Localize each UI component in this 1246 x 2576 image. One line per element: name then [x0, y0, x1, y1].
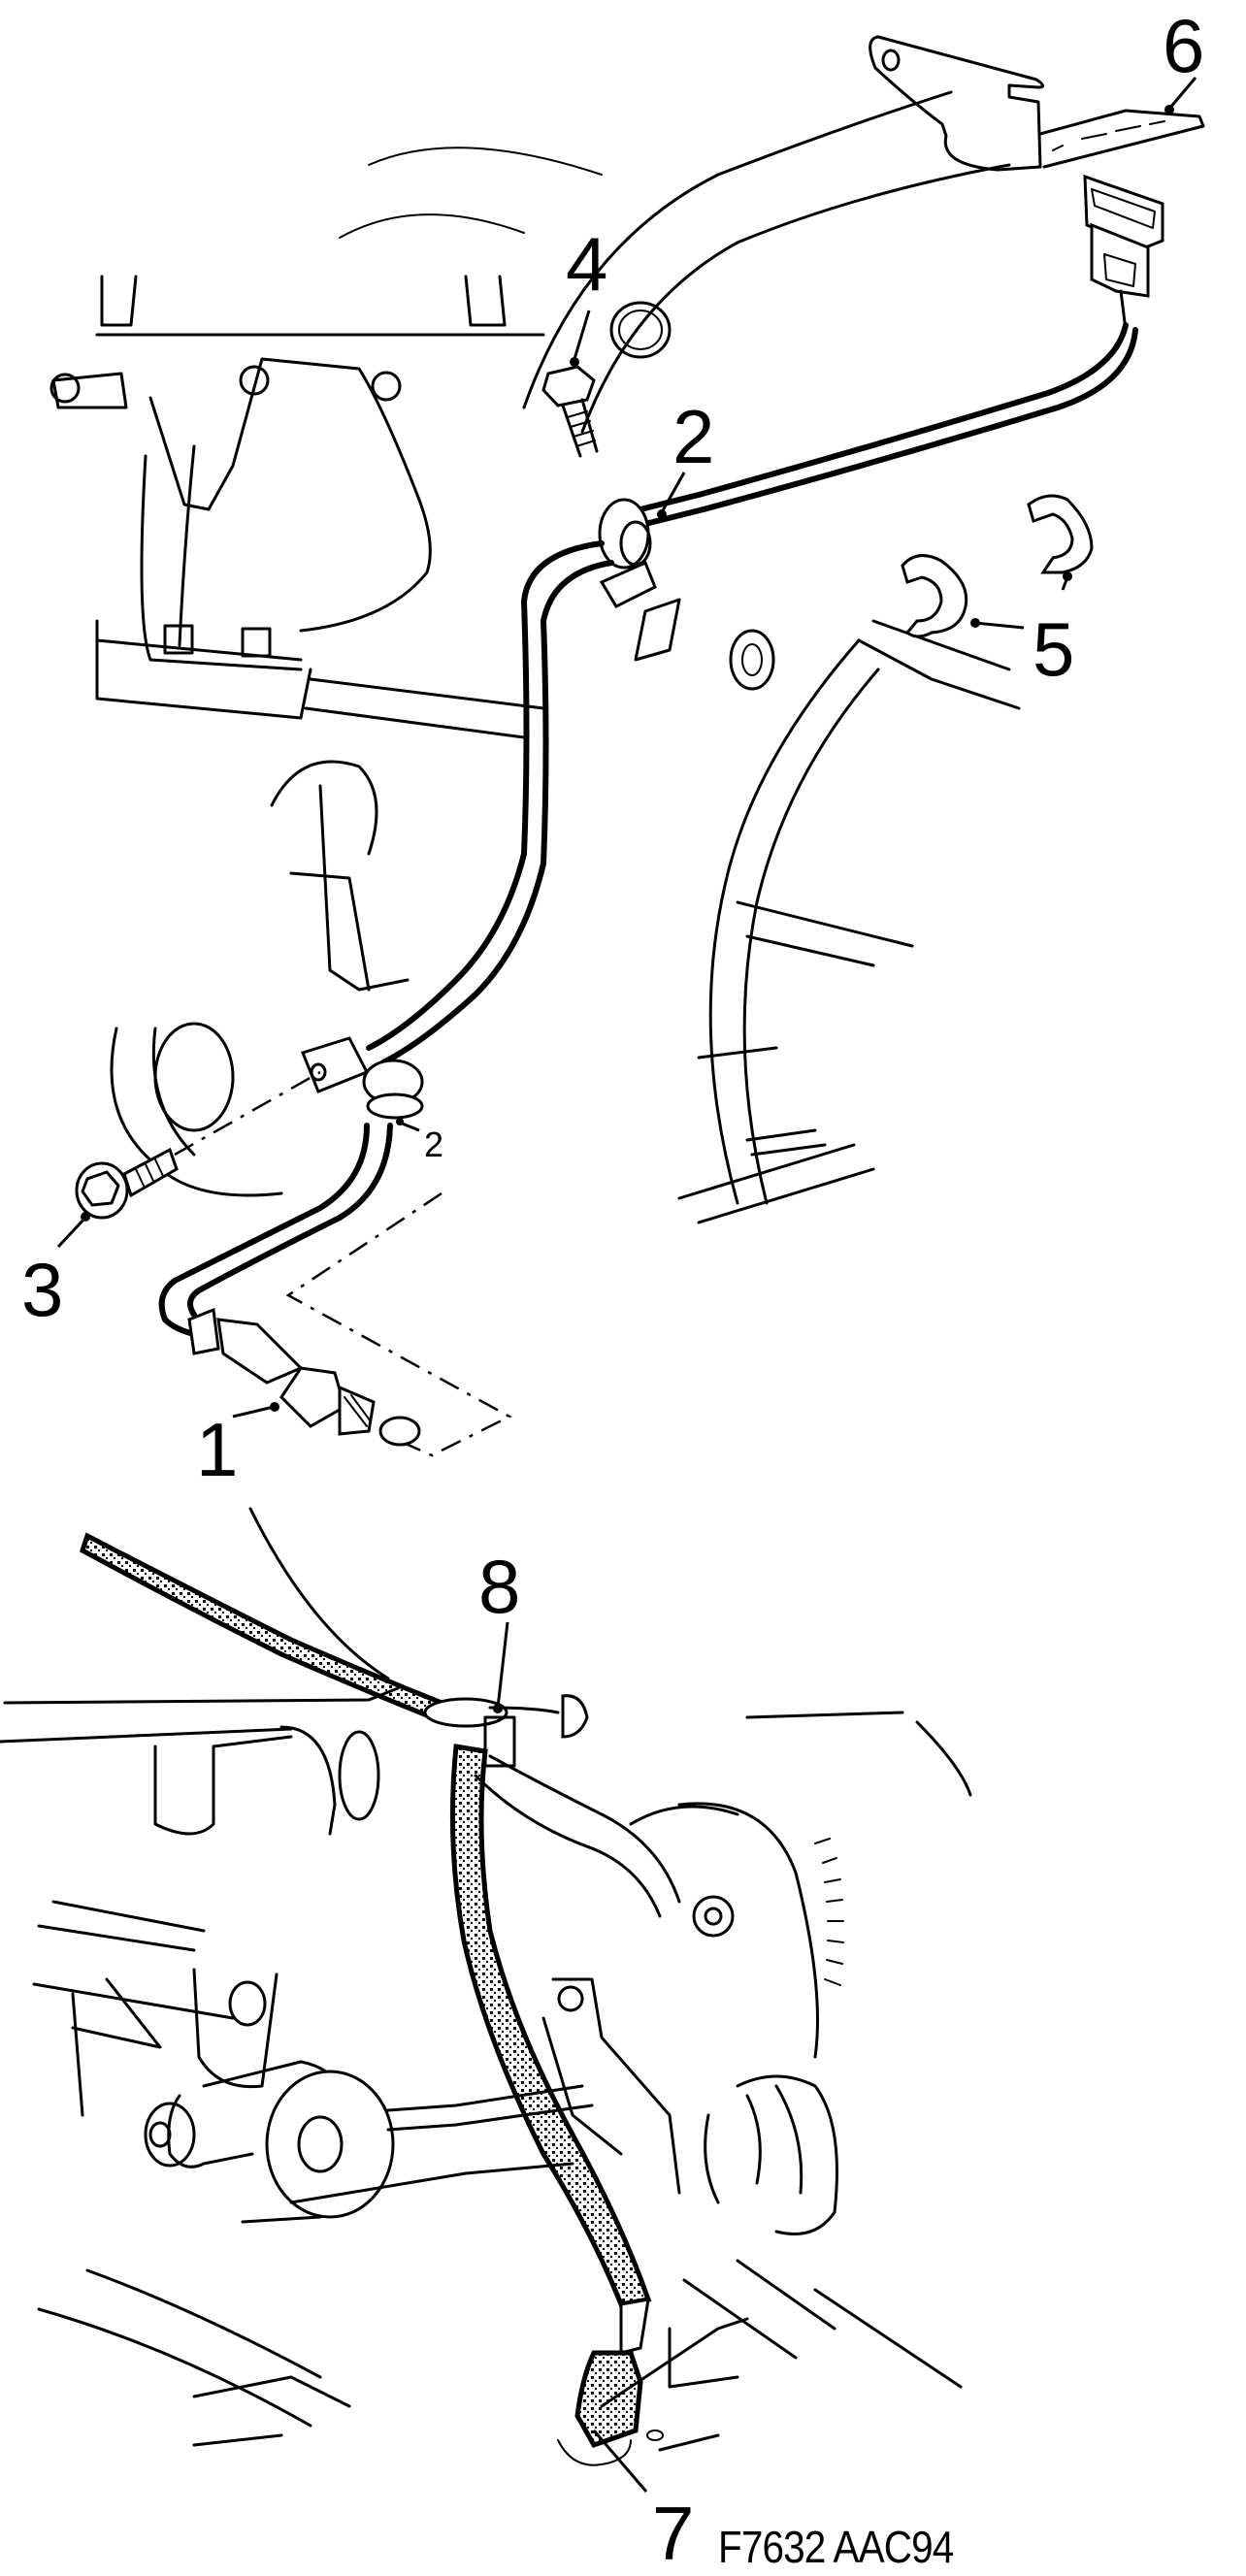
- cable-clip-lower-icon: [301, 1036, 424, 1120]
- leader-lines-lower: [493, 1621, 648, 2493]
- callout-7: 7: [652, 2491, 695, 2576]
- callout-8: 8: [478, 1544, 521, 1629]
- oxygen-sensor-icon: [187, 1307, 421, 1447]
- figure-reference-code: F7632 AAC94: [718, 2522, 954, 2572]
- sensor-cable-upper-2: [623, 327, 1138, 532]
- sensor-cable-mid-2: [380, 560, 614, 1065]
- callout-1: 1: [196, 1407, 239, 1492]
- exhaust-manifold-icon: [49, 275, 545, 739]
- callout-6: 6: [1163, 3, 1205, 88]
- callout-2-lower: 2: [424, 1125, 444, 1164]
- callout-5: 5: [1033, 606, 1075, 692]
- sensor-cable-mid: [366, 540, 605, 1051]
- connector-bracket-icon: [869, 35, 1205, 172]
- bolt-4-icon: [541, 365, 599, 458]
- callout-3: 3: [21, 1247, 64, 1332]
- grommets-icon: [901, 494, 1094, 638]
- leader-lines: [56, 77, 1197, 1418]
- gearbox-housing-icon: [677, 619, 1021, 1224]
- callout-4: 4: [566, 221, 608, 307]
- callout-2: 2: [672, 394, 715, 479]
- connector-plug-icon: [1083, 174, 1164, 332]
- lower-view-drawing: [0, 1507, 972, 2466]
- bolt-3-icon: [75, 1147, 179, 1220]
- cable-clip-upper-icon: [598, 498, 681, 662]
